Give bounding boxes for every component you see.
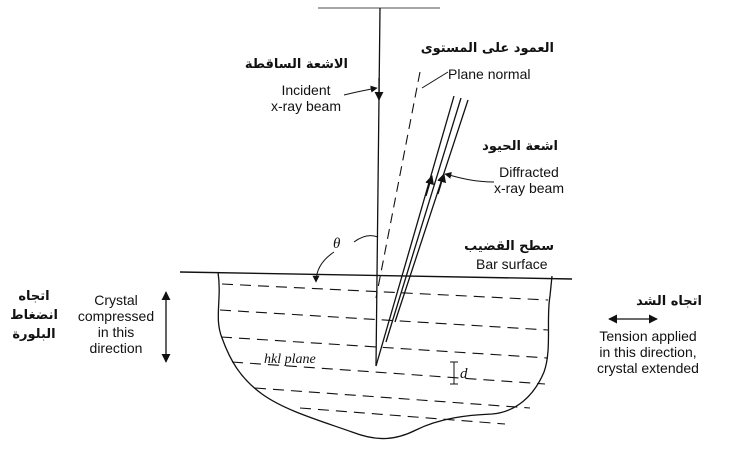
diffracted-beams	[375, 95, 469, 367]
diffracted-label-line2: x-ray beam	[493, 180, 565, 196]
plane-normal-arabic-label: العمود على المستوى	[420, 41, 554, 56]
tension-label-line2: in this direction,	[599, 344, 697, 360]
incident-arabic-label: الاشعة الساقطة	[244, 57, 348, 72]
plane-normal-label: Plane normal	[448, 66, 531, 82]
diffracted-arrows	[425, 173, 447, 197]
incident-label-line1: Incident	[281, 82, 331, 98]
compression-arabic-line3: البلورة	[12, 327, 56, 342]
compressed-label-line2: compressed	[77, 308, 155, 324]
crystal-outline	[217, 271, 553, 440]
d-spacing-label: d	[460, 366, 468, 382]
compression-arabic-line1: اتجاه	[18, 289, 50, 304]
diffracted-label-line1: Diffracted	[499, 164, 559, 180]
compressed-label-line1: Crystal	[94, 292, 138, 308]
compression-arabic-line2: انضغاط	[10, 308, 58, 323]
bar-surface-line	[179, 271, 573, 280]
compressed-label-line4: direction	[89, 340, 143, 356]
tension-arabic-label: اتجاه الشد	[636, 294, 702, 309]
compressed-label-line3: in this	[97, 324, 135, 340]
diffracted-arabic-label: اشعة الحيود	[482, 139, 558, 154]
d-spacing-marker	[450, 361, 458, 385]
incident-label-line2: x-ray beam	[270, 98, 342, 114]
bar-surface-label: Bar surface	[476, 256, 548, 272]
tension-label-line3: crystal extended	[597, 360, 699, 376]
tension-label-line1: Tension applied	[599, 328, 697, 344]
plane-normal-line	[375, 71, 421, 299]
leader-lines	[312, 71, 495, 283]
bar-surface-arabic-label: سطح القضيب	[464, 239, 554, 254]
theta-label: θ	[333, 236, 341, 252]
incident-beam	[375, 7, 381, 367]
hkl-planes	[219, 283, 549, 425]
hkl-plane-label: hkl plane	[264, 352, 316, 367]
